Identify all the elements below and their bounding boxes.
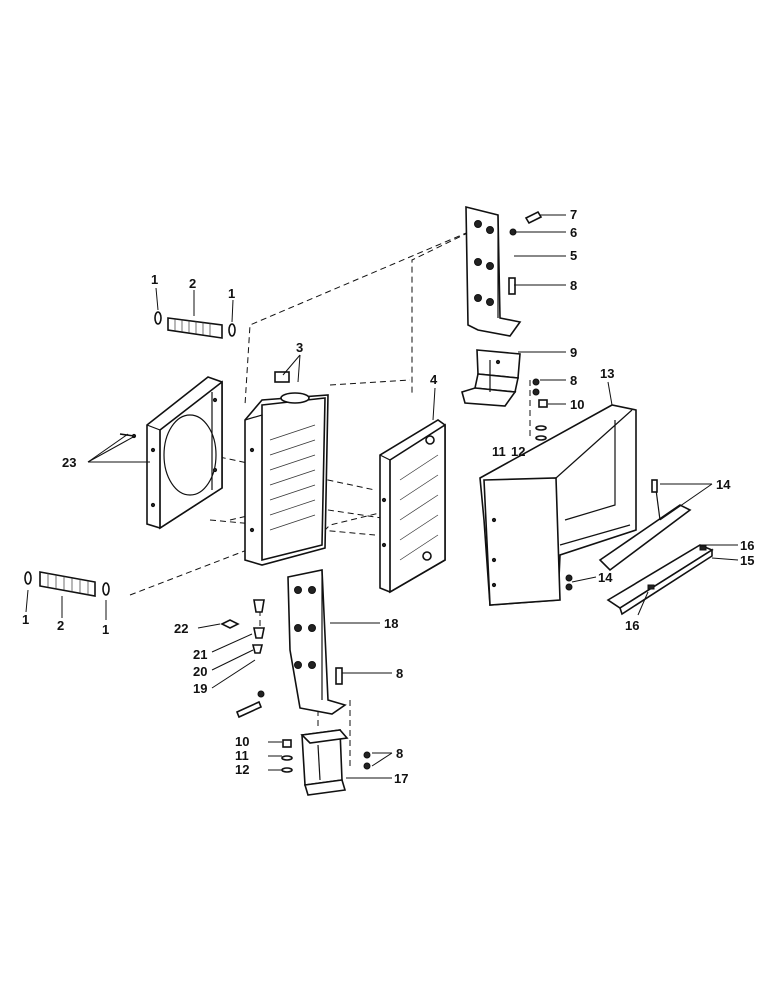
callout-8: 8 <box>396 746 403 761</box>
upper-hose-part-2 <box>167 317 223 339</box>
callout-1: 1 <box>22 612 29 627</box>
callout-23: 23 <box>62 455 76 470</box>
callout-9: 9 <box>570 345 577 360</box>
upper-hose-clamp-left <box>154 311 162 325</box>
callout-14: 14 <box>598 570 613 585</box>
callout-11: 11 <box>235 748 249 763</box>
callout-21: 21 <box>193 647 207 662</box>
callout-12: 12 <box>235 762 249 777</box>
callout-7: 7 <box>570 207 577 222</box>
lower-guard-parts-14-15-16 <box>598 481 714 616</box>
callout-10: 10 <box>235 734 249 749</box>
callout-8: 8 <box>570 278 577 293</box>
callout-16: 16 <box>740 538 754 553</box>
lower-mount-plate-part-18 <box>287 569 347 715</box>
radiator-core <box>244 371 329 566</box>
callout-6: 6 <box>570 225 577 240</box>
callout-22: 22 <box>174 621 188 636</box>
callout-5: 5 <box>570 248 577 263</box>
callout-1: 1 <box>151 272 158 287</box>
upper-bracket-part-9 <box>461 349 521 407</box>
upper-mount-plate-part-5 <box>465 205 522 337</box>
callout-8: 8 <box>570 373 577 388</box>
callout-10: 10 <box>570 397 584 412</box>
callout-leader-lines <box>25 214 739 779</box>
lower-hose-clamp-right <box>102 582 110 596</box>
callout-18: 18 <box>384 616 398 631</box>
callout-13: 13 <box>600 366 614 381</box>
callout-labels: 1 2 1 3 4 7 6 5 8 9 13 8 10 11 12 14 16 … <box>22 207 754 786</box>
lower-bracket-part-17 <box>300 729 349 796</box>
callout-15: 15 <box>740 553 754 568</box>
callout-19: 19 <box>193 681 207 696</box>
callout-3: 3 <box>296 340 303 355</box>
callout-2: 2 <box>57 618 64 633</box>
lower-hose-part-2 <box>39 571 96 597</box>
hardware-fasteners <box>119 210 658 773</box>
fan-shroud-part-23 <box>146 376 223 530</box>
radiator-guard-part-13 <box>479 404 637 606</box>
callout-8: 8 <box>396 666 403 681</box>
oil-cooler-part-4 <box>379 419 446 594</box>
callout-4: 4 <box>430 372 438 387</box>
callout-2: 2 <box>189 276 196 291</box>
lower-hose-clamp-left <box>24 571 32 585</box>
callout-17: 17 <box>394 771 408 786</box>
callout-16: 16 <box>625 618 639 633</box>
upper-hose-clamp-right <box>228 323 236 337</box>
callout-1: 1 <box>228 286 235 301</box>
callout-1: 1 <box>102 622 109 637</box>
callout-20: 20 <box>193 664 207 679</box>
callout-14: 14 <box>716 477 731 492</box>
callout-12: 12 <box>511 444 525 459</box>
callout-11: 11 <box>492 444 506 459</box>
